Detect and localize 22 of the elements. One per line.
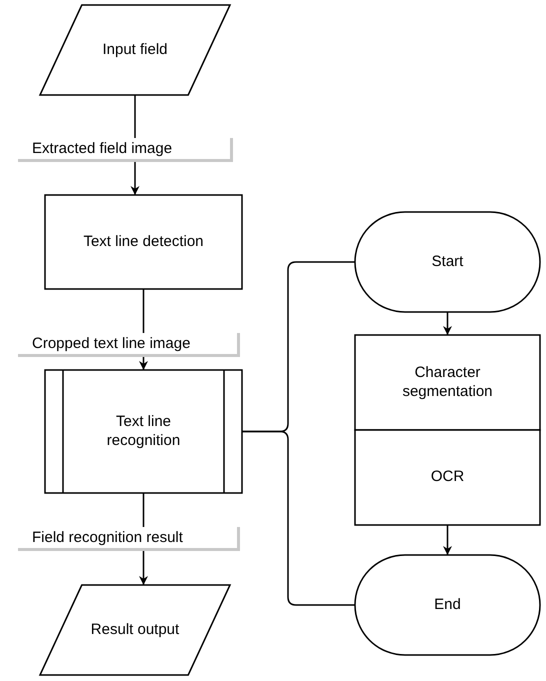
arrow [443, 525, 452, 555]
edge-label: Extracted field image [18, 138, 233, 162]
node-label: Start [432, 252, 464, 272]
brace-connector [242, 430, 355, 606]
node-label: OCR [430, 468, 464, 487]
node-label: Text line detection [83, 232, 204, 252]
process-box [355, 430, 540, 525]
process-box [45, 195, 242, 289]
edge-label: Field recognition result [18, 527, 240, 551]
node-label: Character segmentation [401, 364, 494, 402]
arrow [443, 312, 452, 335]
subprocess-box [45, 370, 242, 493]
node-label: Input field [102, 40, 168, 60]
node-label: End [434, 596, 461, 614]
node-label: Text line recognition [106, 412, 182, 450]
terminator-shape [355, 555, 540, 655]
data-parallelogram [40, 585, 230, 675]
terminator-shape [355, 212, 540, 312]
node-label: Result output [90, 620, 180, 640]
data-parallelogram [40, 5, 230, 95]
process-box [355, 335, 540, 430]
edge-label: Cropped text line image [18, 333, 240, 357]
